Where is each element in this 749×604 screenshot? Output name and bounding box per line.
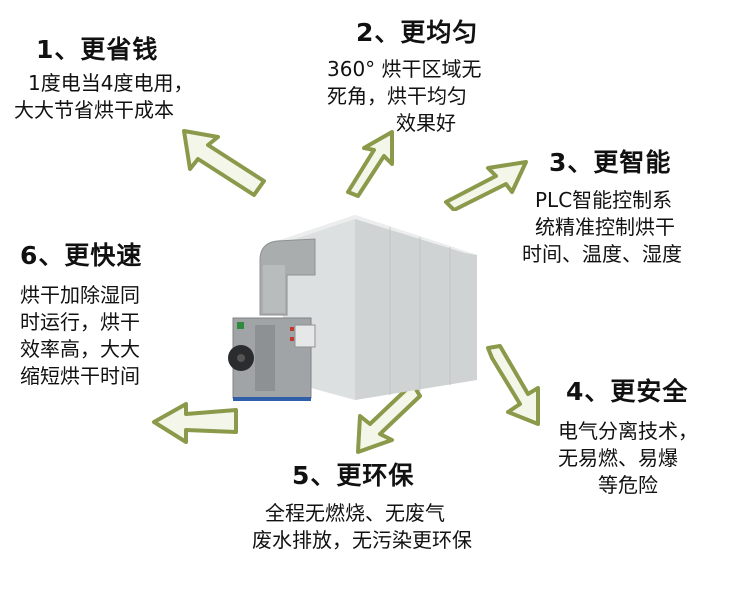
indicator-light (290, 337, 294, 341)
arrow-down-right-icon (486, 344, 540, 426)
chamber-front-face (355, 215, 477, 400)
unit-base (233, 397, 311, 401)
feature-4-line: 电气分离技术， (558, 419, 698, 443)
feature-2-line: 死角，烘干均匀 (327, 84, 467, 108)
feature-2-line: 360° 烘干区域无 (327, 57, 482, 81)
feature-6-line: 烘干加除湿同 (20, 283, 140, 307)
duct-texture (263, 265, 285, 313)
feature-6-title: 6、更快速 (20, 241, 143, 270)
feature-4-line: 等危险 (598, 473, 658, 497)
fan-hub (237, 354, 245, 362)
feature-1-line: 大大节省烘干成本 (14, 98, 174, 122)
heat-pump-coil (255, 325, 275, 391)
feature-6-description: 烘干加除湿同 时运行，烘干 效率高，大大 缩短烘干时间 (20, 282, 140, 390)
feature-1-description: 1度电当4度电用， 大大节省烘干成本 (14, 70, 193, 124)
feature-6-line: 缩短烘干时间 (20, 364, 140, 388)
feature-4-line: 无易燃、易爆 (558, 446, 678, 470)
feature-2-description: 360° 烘干区域无 死角，烘干均匀 效果好 (327, 56, 482, 137)
arrow-up-right-icon (346, 130, 394, 198)
feature-4-description: 电气分离技术， 无易燃、易爆 等危险 (558, 418, 698, 499)
feature-5-description: 全程无燃烧、无废气 废水排放，无污染更环保 (252, 500, 472, 554)
feature-2-title: 2、更均匀 (356, 18, 479, 47)
arrow-up-left-icon (182, 129, 266, 197)
feature-4-title: 4、更安全 (566, 377, 689, 406)
control-box (294, 324, 316, 348)
indicator-light (290, 327, 294, 331)
feature-3-line: 统精准控制烘干 (535, 215, 675, 239)
arrow-right-up-icon (444, 160, 528, 211)
arrow-left-icon (152, 402, 238, 444)
brand-logo (237, 322, 244, 329)
feature-5-title: 5、更环保 (292, 461, 415, 490)
feature-6-line: 时运行，烘干 (20, 310, 140, 334)
feature-3-line: PLC智能控制系 (535, 188, 673, 212)
feature-2-line: 效果好 (396, 111, 456, 135)
feature-1-line: 1度电当4度电用， (28, 71, 194, 95)
drying-room-machine-image (228, 215, 477, 401)
chamber-top-edge (265, 215, 477, 255)
feature-3-title: 3、更智能 (549, 148, 672, 177)
feature-3-description: PLC智能控制系 统精准控制烘干 时间、温度、湿度 (522, 187, 682, 268)
feature-5-line: 废水排放，无污染更环保 (252, 528, 472, 552)
feature-5-line: 全程无燃烧、无废气 (265, 501, 445, 525)
feature-3-line: 时间、温度、湿度 (522, 242, 682, 266)
feature-6-line: 效率高，大大 (20, 337, 140, 361)
arrow-down-left-icon (356, 384, 422, 454)
feature-1-title: 1、更省钱 (36, 35, 159, 64)
